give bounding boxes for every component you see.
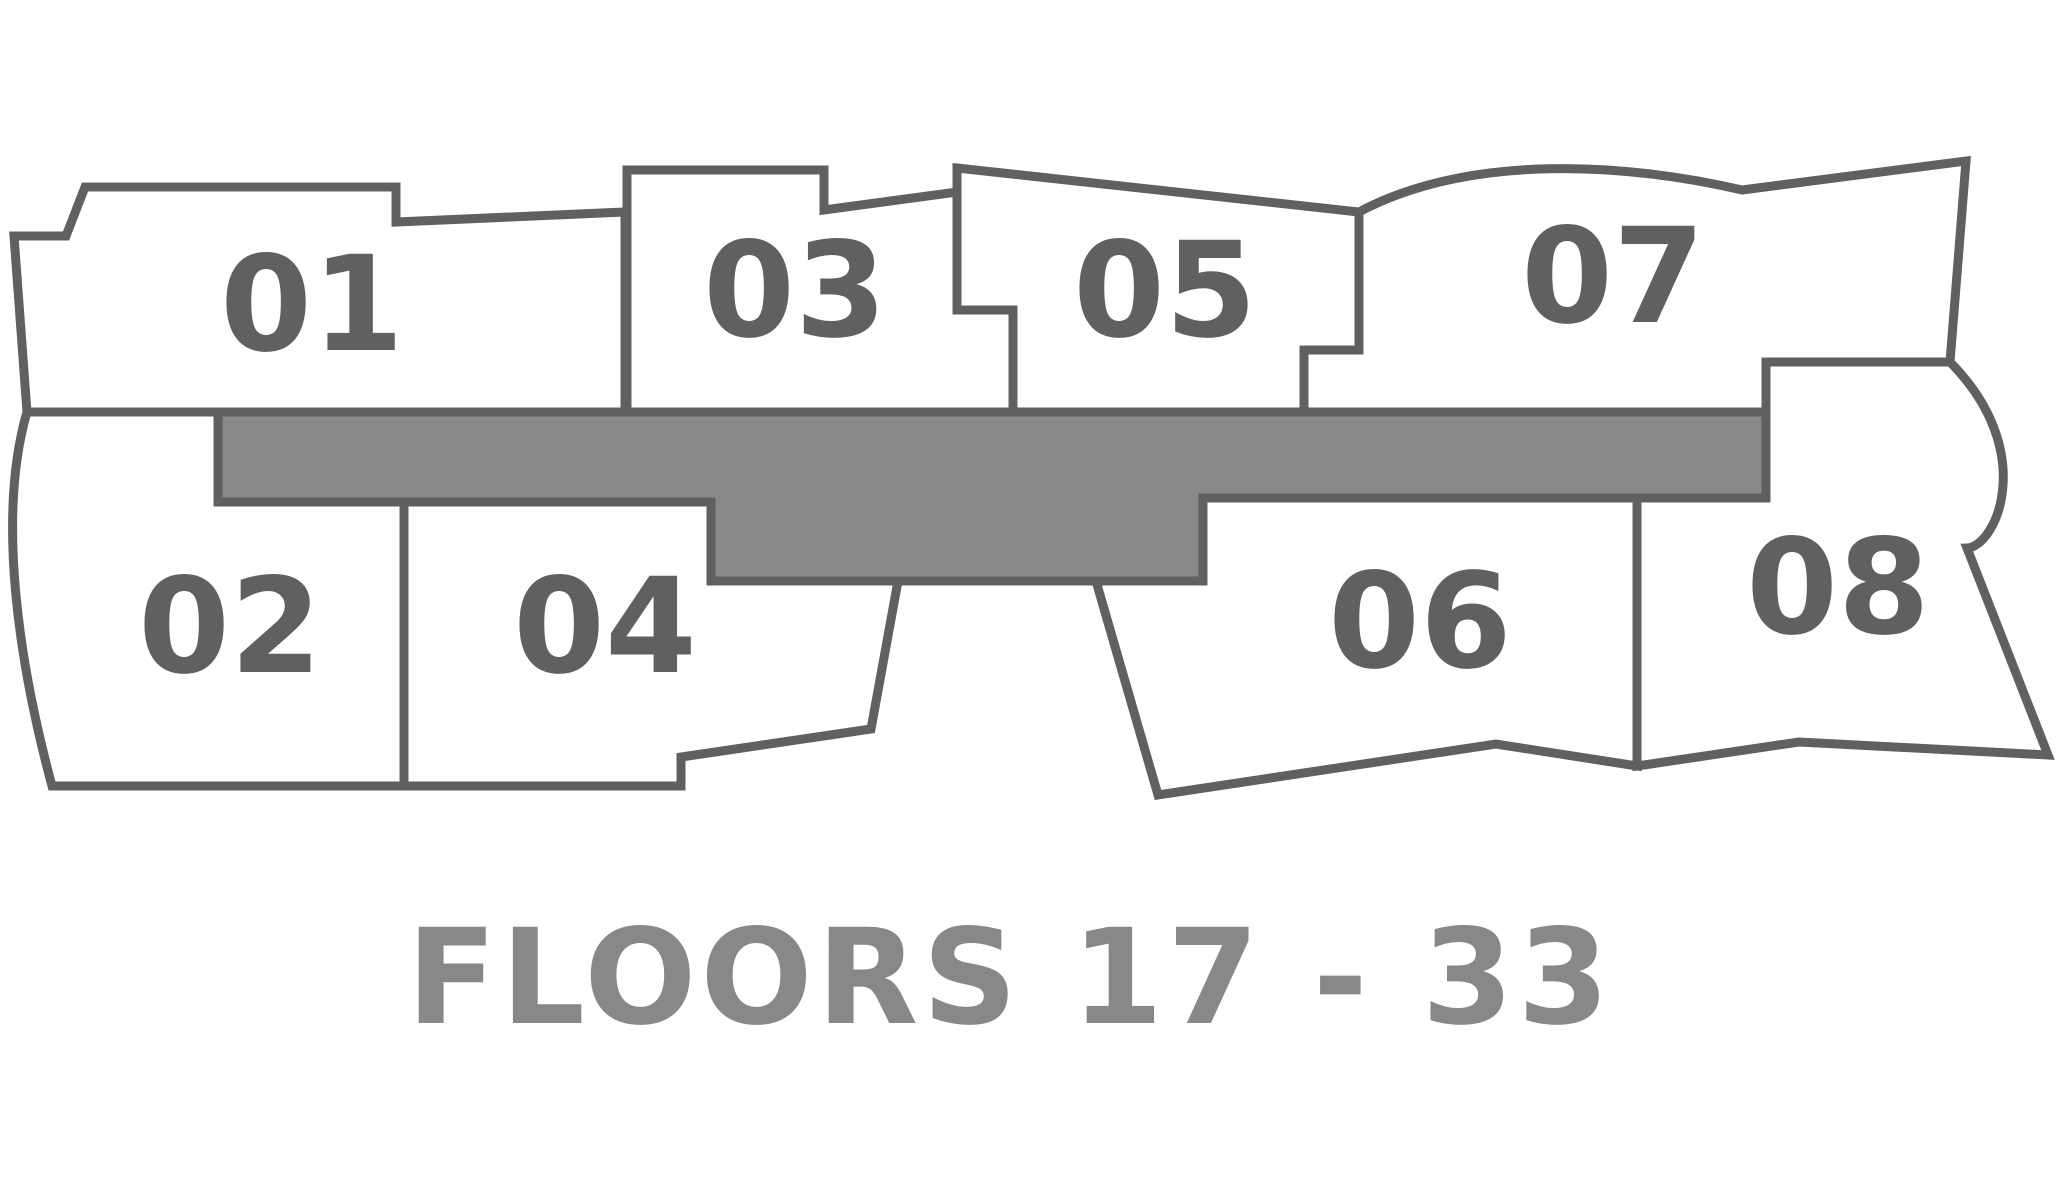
- floors-label: FLOORS 17 - 33: [407, 901, 1614, 1055]
- unit-03-label: 03: [703, 214, 887, 368]
- unit-08[interactable]: 08: [1632, 357, 2055, 772]
- unit-08-label: 08: [1746, 511, 1930, 665]
- central-corridor: [213, 407, 1771, 586]
- unit-08-outline: [1632, 357, 2055, 772]
- unit-05-label: 05: [1073, 214, 1257, 368]
- unit-05[interactable]: 05: [952, 162, 1364, 417]
- unit-04-label: 04: [513, 550, 697, 704]
- unit-04[interactable]: 04: [399, 497, 904, 791]
- unit-01-label: 01: [220, 228, 404, 382]
- unit-02-label: 02: [138, 550, 322, 704]
- unit-07-label: 07: [1521, 200, 1705, 354]
- unit-06-label: 06: [1328, 545, 1512, 699]
- unit-01[interactable]: 01: [9, 182, 630, 417]
